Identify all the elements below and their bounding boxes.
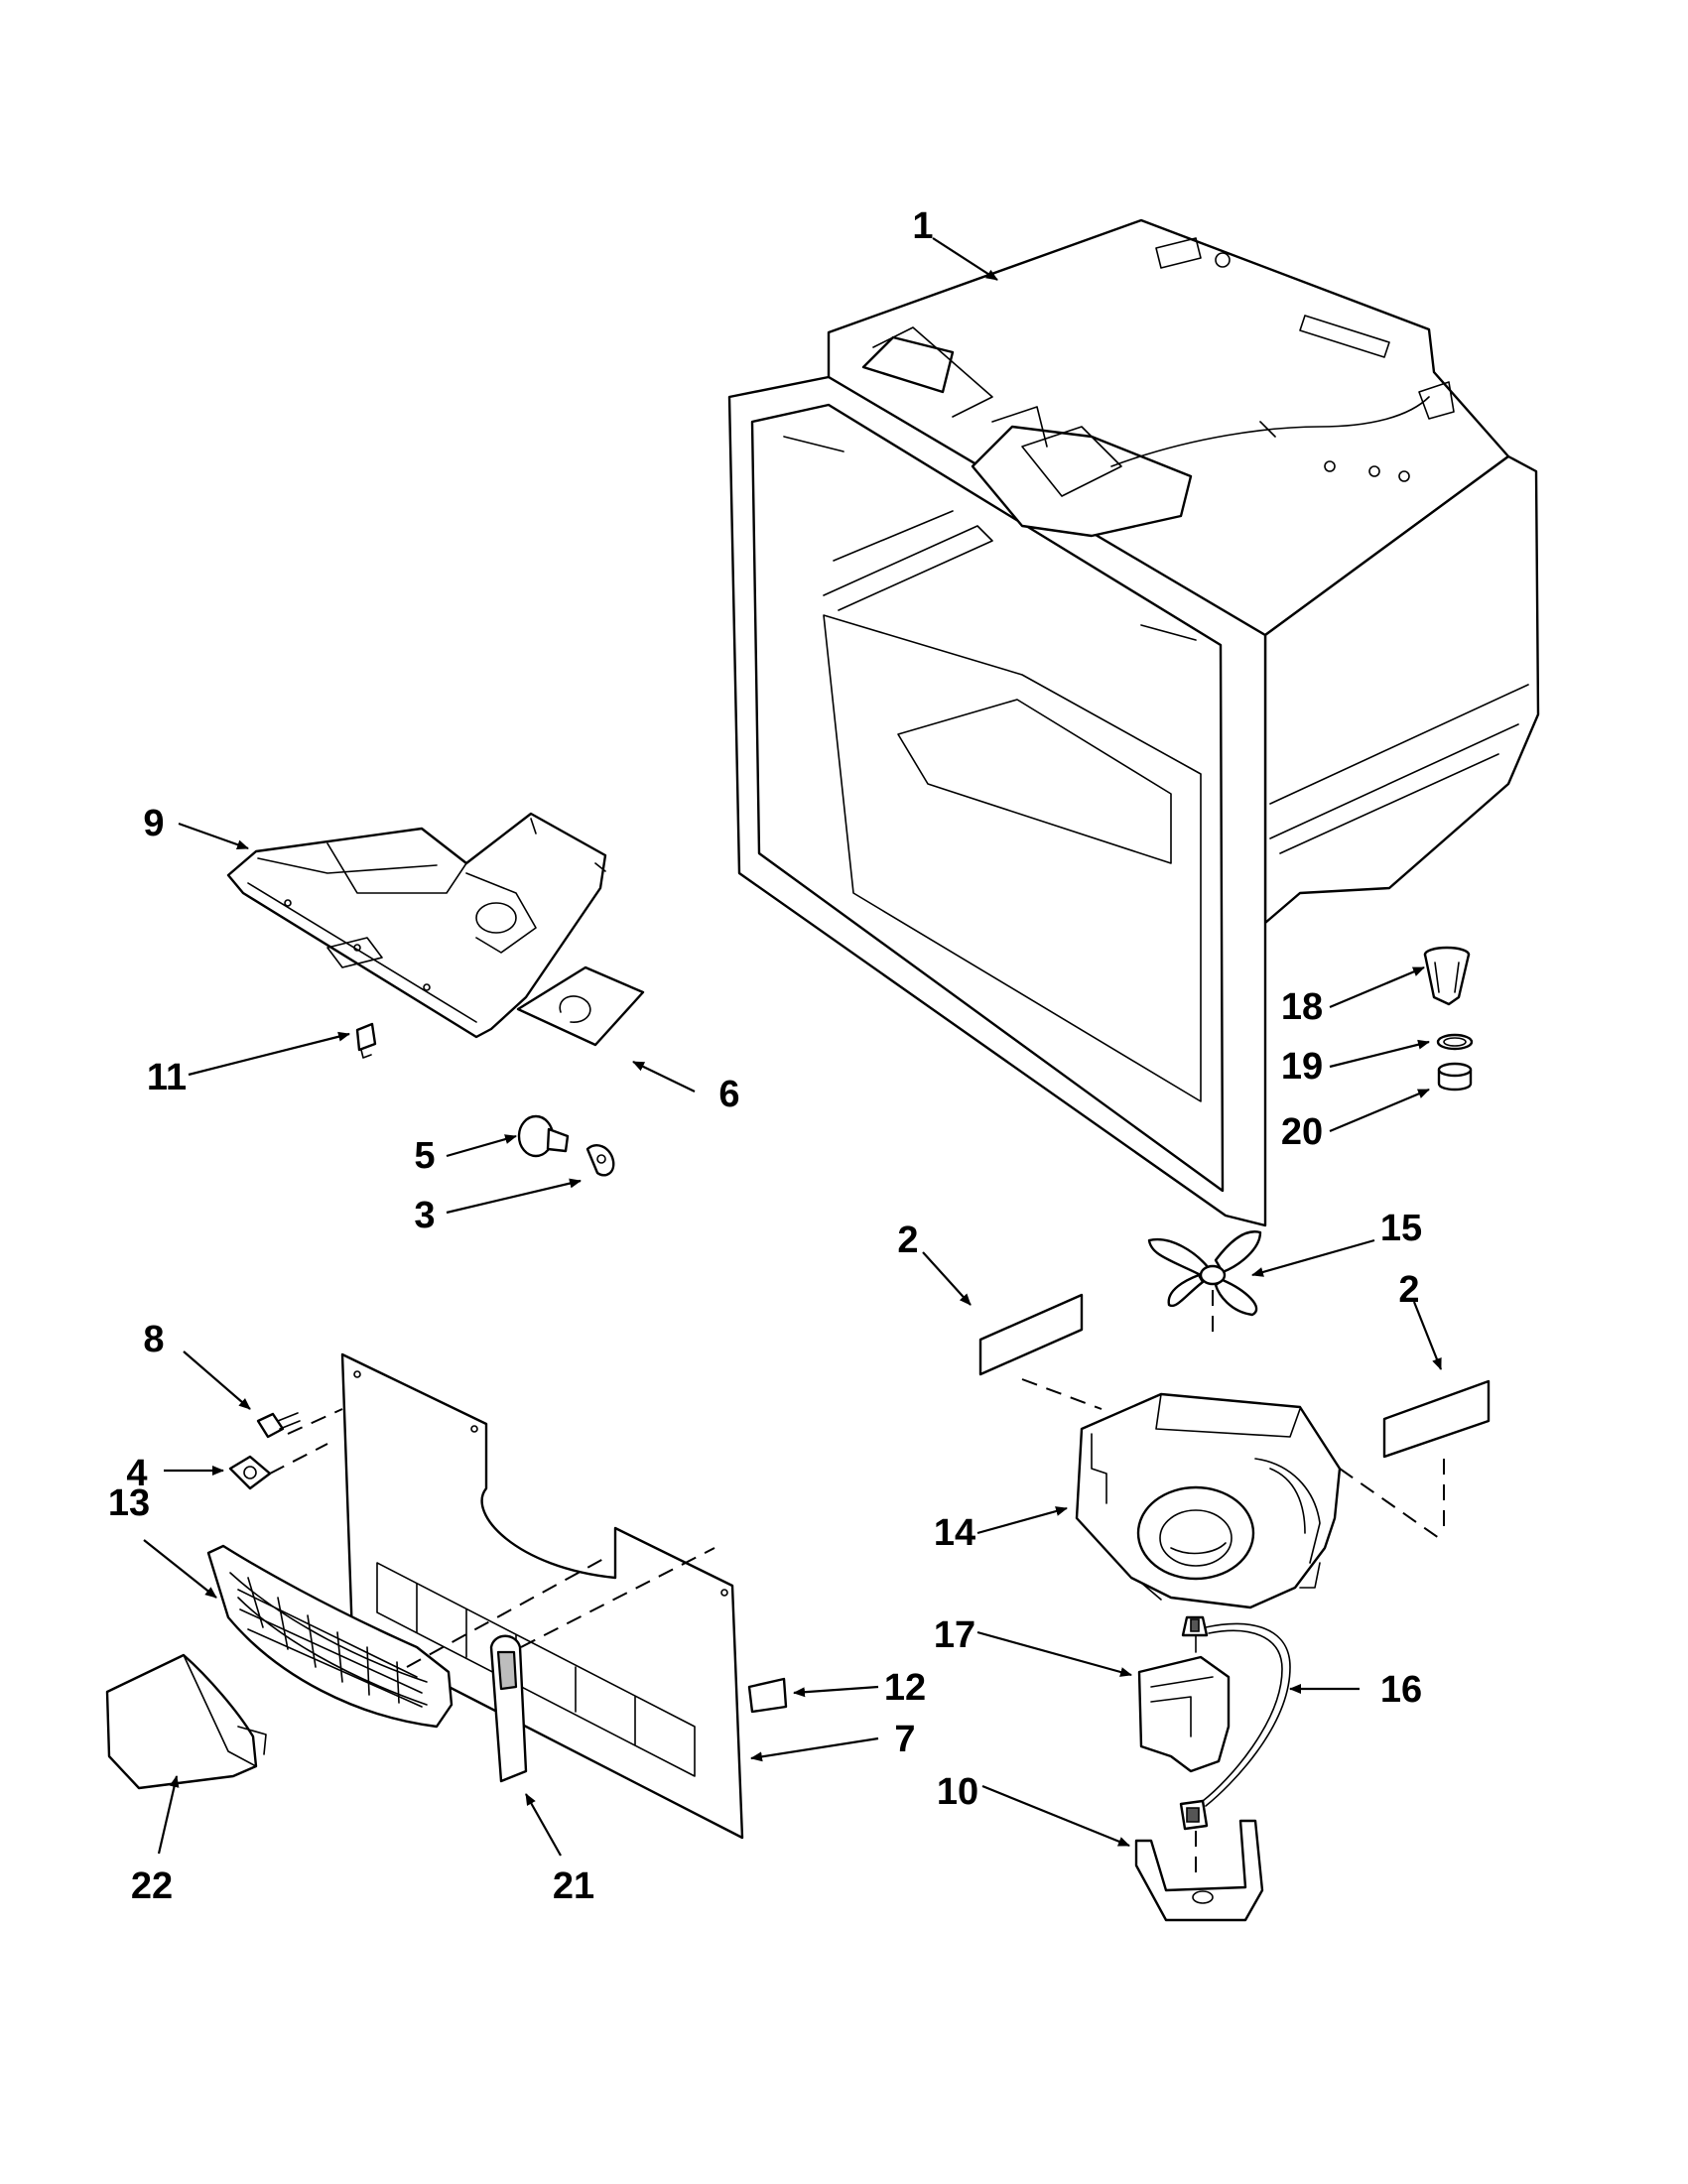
leader-17 (976, 1630, 1132, 1677)
callout-leaders (143, 237, 1443, 1857)
part-10-motor-bracket (1134, 1819, 1264, 1922)
leader-7 (750, 1736, 879, 1762)
part-19-o-ring (1436, 1033, 1474, 1051)
callout-21: 21 (553, 1865, 594, 1907)
leader-1 (932, 237, 998, 281)
part-15-fan-blade (1147, 1230, 1262, 1317)
callout-19: 19 (1281, 1046, 1323, 1088)
part-13-grille (206, 1544, 454, 1729)
leader-3 (446, 1178, 582, 1215)
leader-10 (981, 1784, 1130, 1848)
part-17-fan-motor (1137, 1615, 1231, 1773)
callout-1: 1 (912, 205, 933, 247)
callout-3: 3 (414, 1195, 435, 1236)
leader-19 (1329, 1039, 1430, 1069)
leader-15 (1251, 1238, 1375, 1277)
leader-22 (157, 1775, 180, 1855)
part-12-foam-strip (747, 1677, 788, 1714)
part-5-light-bulb (517, 1114, 570, 1158)
callout-14: 14 (934, 1512, 975, 1554)
leader-5 (446, 1134, 517, 1158)
callout-20: 20 (1281, 1111, 1323, 1153)
callout-7: 7 (894, 1719, 915, 1760)
part-22-cover (105, 1653, 267, 1790)
callout-5: 5 (414, 1135, 435, 1177)
part-20-grommet (1437, 1062, 1473, 1092)
callout-10: 10 (937, 1771, 978, 1813)
leader-12 (793, 1685, 879, 1698)
part-3-lamp-socket (585, 1144, 615, 1177)
part-2-foam-strip-left (978, 1293, 1084, 1376)
leader-2b (1412, 1301, 1443, 1370)
part-16-wire-harness (1179, 1622, 1291, 1831)
callout-17: 17 (934, 1614, 975, 1656)
part-2-foam-strip-right (1382, 1379, 1491, 1459)
callout-2b: 2 (1398, 1269, 1419, 1311)
part-6-insulation-pad (516, 965, 645, 1047)
callout-9: 9 (143, 803, 164, 844)
leader-11 (188, 1031, 350, 1077)
part-18-damper-cup (1423, 946, 1471, 1006)
leader-21 (525, 1793, 562, 1857)
leader-9 (178, 822, 249, 850)
leader-6 (632, 1061, 696, 1092)
callout-16: 16 (1380, 1669, 1422, 1711)
leader-18 (1329, 965, 1425, 1009)
leader-2a (922, 1251, 972, 1306)
part-7-rear-panel (340, 1352, 744, 1840)
part-1-freezer-housing (727, 218, 1540, 1227)
part-8-screw (256, 1412, 301, 1439)
leader-13 (143, 1539, 217, 1599)
callout-12: 12 (884, 1667, 926, 1709)
callout-8: 8 (143, 1319, 164, 1360)
leader-14 (976, 1506, 1068, 1535)
callout-13: 13 (108, 1482, 150, 1524)
part-9-duct-cover (226, 812, 607, 1039)
assembly-lines (269, 1290, 1445, 1875)
callout-6: 6 (718, 1074, 739, 1115)
leader-8 (183, 1350, 251, 1410)
leader-20 (1329, 1088, 1430, 1133)
part-21-clip (489, 1634, 528, 1783)
callout-labels: 1 2 2 3 4 5 6 7 8 9 10 11 12 13 14 15 16… (108, 205, 1422, 1907)
callout-4: 4 (126, 1453, 147, 1494)
part-4-thermistor (228, 1455, 272, 1490)
callout-15: 15 (1380, 1208, 1422, 1249)
callout-18: 18 (1281, 986, 1323, 1028)
callout-11: 11 (147, 1057, 187, 1098)
part-11-clip (355, 1022, 377, 1059)
part-14-fan-housing (1075, 1392, 1342, 1609)
callout-22: 22 (131, 1865, 173, 1907)
callout-2a: 2 (897, 1220, 918, 1261)
